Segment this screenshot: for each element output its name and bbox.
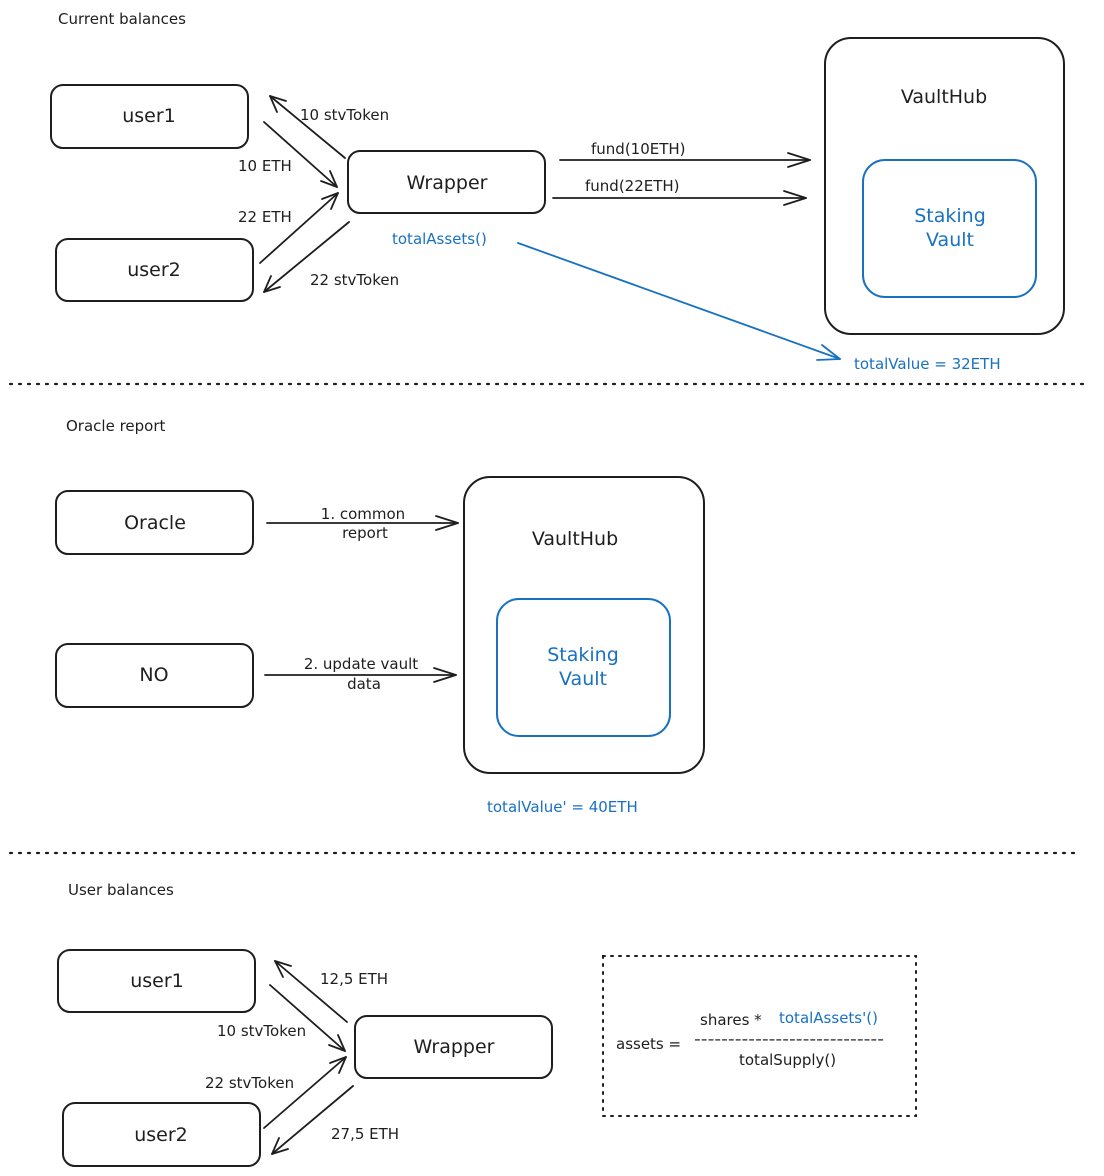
node-user2-balances[interactable]: user2 [62,1102,261,1167]
node-staking-vault-oracle[interactable]: Staking Vault [496,598,671,737]
node-wrapper-balances-box [354,1015,553,1079]
formula-fraction-bar: ---------------------------- [694,1030,884,1048]
node-oracle-box [55,490,254,555]
node-vaulthub-label: VaultHub [901,86,987,108]
formula-lhs: assets = [616,1035,681,1053]
node-user1[interactable]: user1 [50,84,249,149]
label-total-value-new: totalValue' = 40ETH [487,798,638,816]
node-staking-vault[interactable]: Staking Vault [862,159,1037,298]
node-user2-box [55,238,254,302]
arrow-fund-10 [559,152,811,168]
arrow-user2-to-wrapper [259,192,339,264]
formula-denominator: totalSupply() [739,1051,836,1069]
arrow-no-to-vaulthub [264,667,457,683]
arrow-total-assets-to-total-value [517,242,841,361]
node-oracle-label: Oracle [124,512,186,534]
node-oracle[interactable]: Oracle [55,490,254,555]
node-user1-balances-box [57,949,256,1013]
label-total-value: totalValue = 32ETH [854,355,1001,373]
label-fund-10: fund(10ETH) [591,140,686,158]
label-total-assets: totalAssets() [392,230,487,248]
arrow-wrapper-to-user1 [269,95,346,159]
label-update-vault-line2: data [347,675,381,693]
label-user1-stv-balances: 10 stvToken [217,1022,306,1040]
node-user1-box [50,84,249,149]
node-user2[interactable]: user2 [55,238,254,302]
arrow-fund-22 [552,190,807,206]
label-user1-eth: 10 ETH [238,157,292,175]
node-staking-vault-box [862,159,1037,298]
label-user1-eth-balances: 12,5 ETH [320,970,388,988]
arrow-wrapper-to-user1-balances [274,960,348,1023]
node-no-label: NO [139,664,168,686]
node-user1-balances-label: user1 [130,970,184,992]
node-user2-label: user2 [127,259,181,281]
label-user1-stv: 10 stvToken [300,106,389,124]
label-update-vault-line1: 2. update vault [304,655,418,673]
formula-numerator-total-assets: totalAssets'() [779,1009,878,1027]
section-title-oracle-report: Oracle report [66,417,166,435]
label-user2-stv: 22 stvToken [310,271,399,289]
section-title-current-balances: Current balances [58,10,186,28]
node-wrapper-box [347,150,546,214]
node-staking-vault-oracle-label-line1: Staking [547,644,619,666]
section-title-user-balances: User balances [68,881,174,899]
formula-box-border [602,955,917,1117]
label-user2-eth: 22 ETH [238,208,292,226]
node-user1-label: user1 [122,105,176,127]
node-staking-vault-oracle-box [496,598,671,737]
formula-numerator-shares: shares * [700,1011,762,1029]
node-staking-vault-oracle-label-line2: Vault [559,668,607,690]
arrow-wrapper-to-user2-balances [271,1085,354,1155]
formula-box: assets = shares * totalAssets'() -------… [602,955,917,1117]
arrow-user1-to-wrapper [263,121,338,188]
node-user1-balances[interactable]: user1 [57,949,256,1013]
label-common-report-line2: report [342,524,388,542]
node-user2-balances-box [62,1102,261,1167]
label-user2-stv-balances: 22 stvToken [205,1074,294,1092]
arrow-user2-to-wrapper-balances [263,1056,347,1129]
arrow-oracle-to-vaulthub [266,515,459,531]
node-no-box [55,643,254,708]
node-user2-balances-label: user2 [134,1124,188,1146]
label-user2-eth-balances: 27,5 ETH [331,1125,399,1143]
label-fund-22: fund(22ETH) [585,177,680,195]
arrow-wrapper-to-user2 [263,221,350,293]
label-common-report-line1: 1. common [321,505,405,523]
node-staking-vault-label-line2: Vault [926,229,974,251]
node-wrapper-label: Wrapper [406,172,487,194]
node-vaulthub-oracle-label: VaultHub [532,528,618,550]
arrow-user1-to-wrapper-balances [269,984,346,1052]
node-wrapper[interactable]: Wrapper [347,150,546,214]
node-wrapper-balances-label: Wrapper [413,1036,494,1058]
node-wrapper-balances[interactable]: Wrapper [354,1015,553,1079]
node-no[interactable]: NO [55,643,254,708]
node-staking-vault-label-line1: Staking [914,205,986,227]
